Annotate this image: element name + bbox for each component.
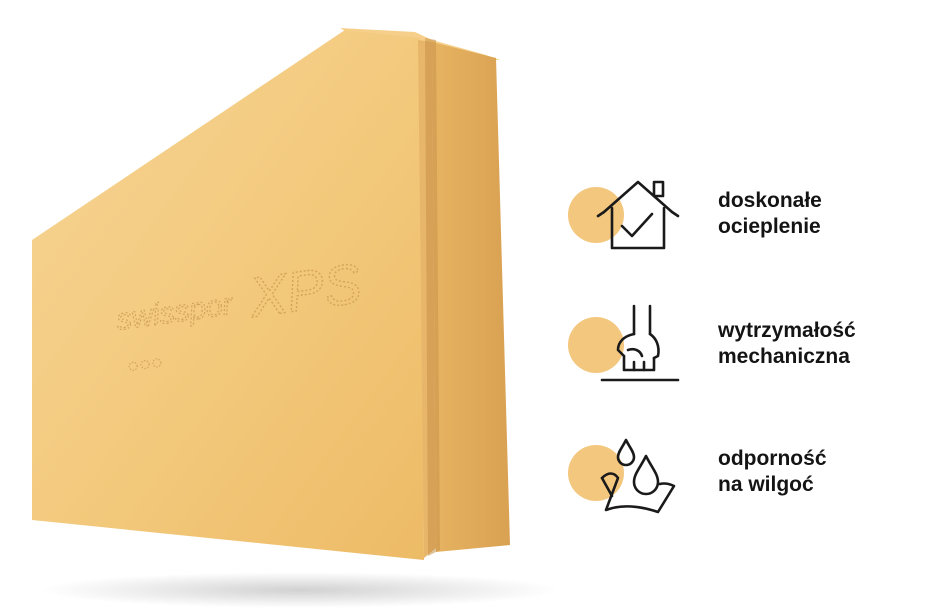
feature-label-line2: na wilgoć bbox=[718, 473, 814, 496]
feature-label-line1: doskonałe bbox=[718, 189, 822, 212]
accent-circle bbox=[568, 317, 624, 373]
feature-strength: wytrzymałość mechaniczna bbox=[560, 290, 930, 400]
feature-moisture: odporność na wilgoć bbox=[560, 418, 930, 528]
accent-circle bbox=[568, 187, 624, 243]
house-check-icon bbox=[588, 168, 688, 260]
xps-board-illustration: swisspor XPS bbox=[32, 28, 560, 608]
water-drops-icon bbox=[588, 426, 688, 518]
feature-label: odporność na wilgoć bbox=[718, 446, 827, 498]
board-shadow bbox=[40, 572, 560, 608]
feature-label-line1: odporność bbox=[718, 447, 827, 470]
feature-label-line1: wytrzymałość bbox=[718, 319, 856, 342]
feature-label-line2: mechaniczna bbox=[718, 345, 850, 368]
board-side-face bbox=[432, 42, 510, 552]
feature-label: doskonałe ocieplenie bbox=[718, 188, 822, 240]
board-front-face bbox=[32, 30, 424, 560]
feature-label-line2: ocieplenie bbox=[718, 215, 821, 238]
feature-label: wytrzymałość mechaniczna bbox=[718, 318, 856, 370]
hand-press-icon bbox=[588, 298, 688, 390]
features-list: doskonałe ocieplenie wytrzymałość mechan… bbox=[560, 0, 930, 615]
accent-circle bbox=[568, 445, 624, 501]
feature-insulation: doskonałe ocieplenie bbox=[560, 160, 930, 270]
product-image: swisspor XPS bbox=[32, 28, 560, 608]
